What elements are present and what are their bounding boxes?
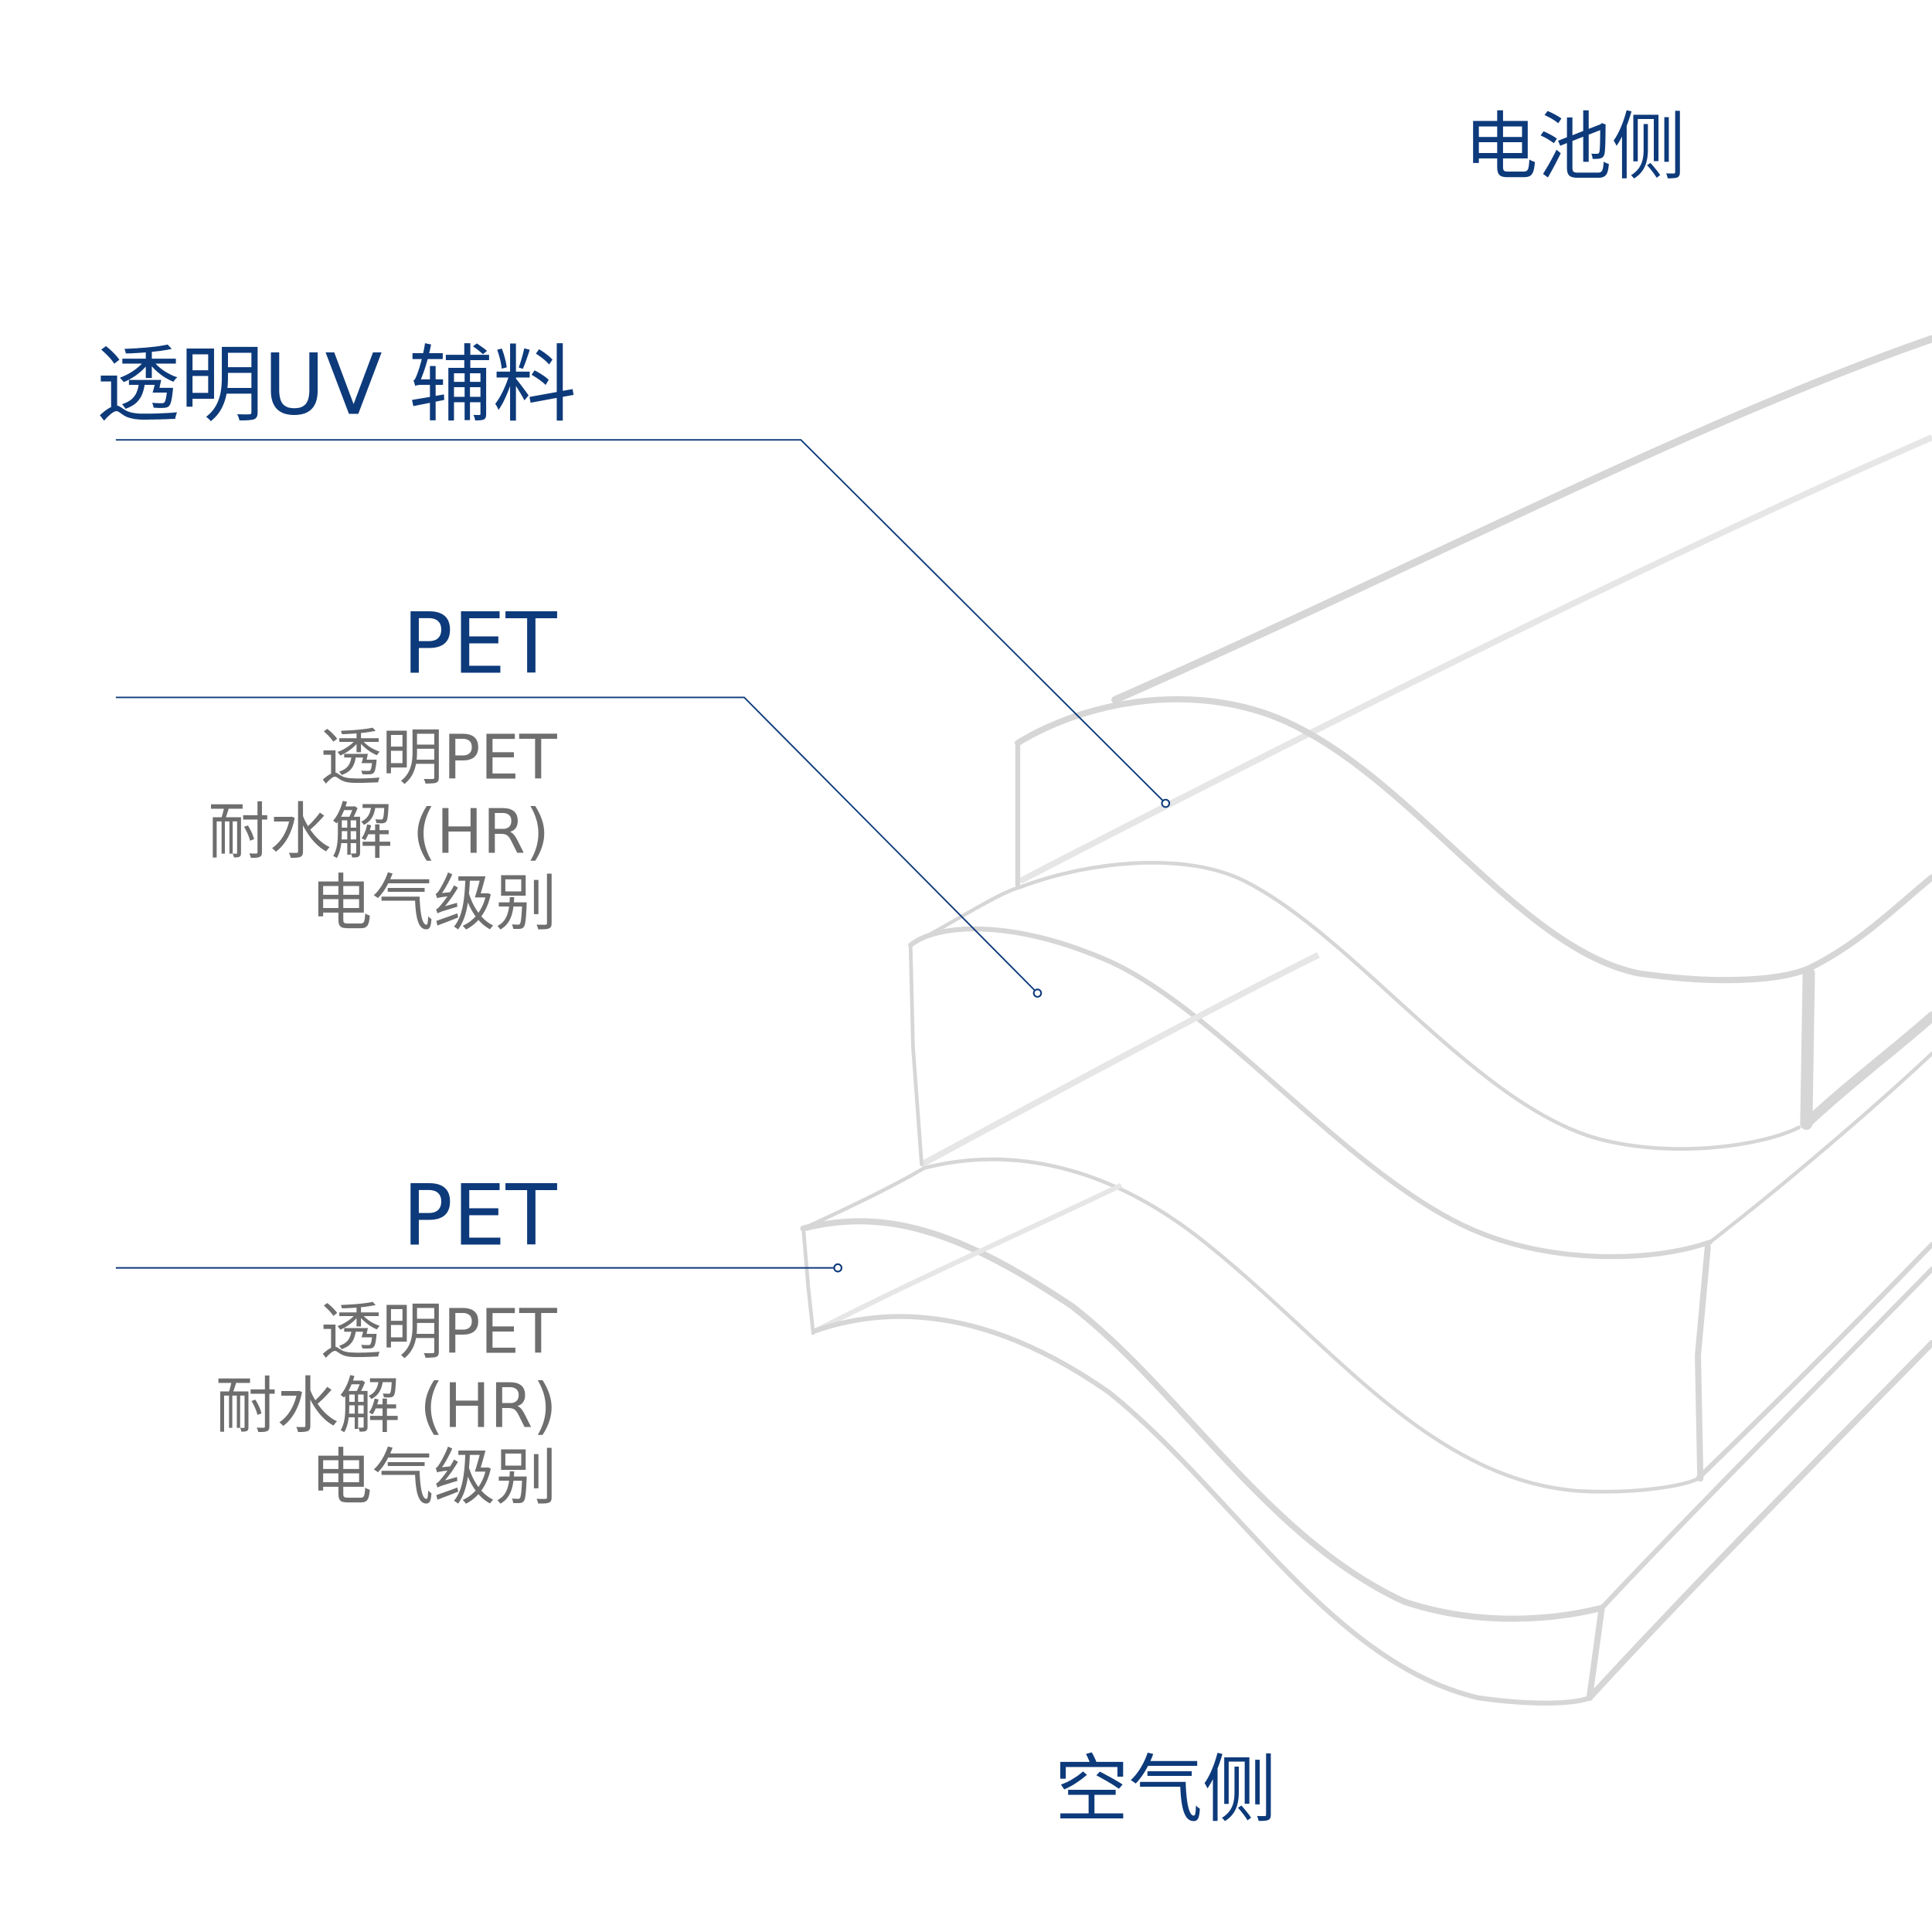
pet-upper-title: PET	[403, 595, 558, 693]
pet-upper-illustration	[908, 861, 1932, 1482]
uv-layer-title: 透明UV 辅料	[96, 336, 577, 434]
pet-lower-illustration	[800, 1157, 1932, 1706]
battery-side-label: 电池侧	[1464, 104, 1685, 190]
pet-lower-leader-dot	[833, 1263, 843, 1273]
pet-upper-line-3: 电气级别	[311, 867, 557, 939]
uv-leader-line	[115, 439, 1166, 804]
uv-layer-illustration	[1014, 335, 1932, 1131]
pet-upper-line-1: 透明PET	[320, 722, 557, 794]
uv-leader-dot	[1161, 798, 1171, 808]
pet-lower-line-2: 耐水解 (HR)	[216, 1369, 557, 1441]
pet-lower-line-3: 电气级别	[311, 1441, 557, 1513]
pet-upper-leader-line	[115, 696, 1039, 994]
pet-upper-line-2: 耐水解 (HR)	[208, 795, 549, 867]
pet-lower-title: PET	[403, 1166, 558, 1264]
pet-lower-line-1: 透明PET	[320, 1296, 557, 1368]
pet-upper-leader-dot	[1032, 988, 1043, 998]
air-side-label: 空气侧	[1055, 1747, 1277, 1833]
